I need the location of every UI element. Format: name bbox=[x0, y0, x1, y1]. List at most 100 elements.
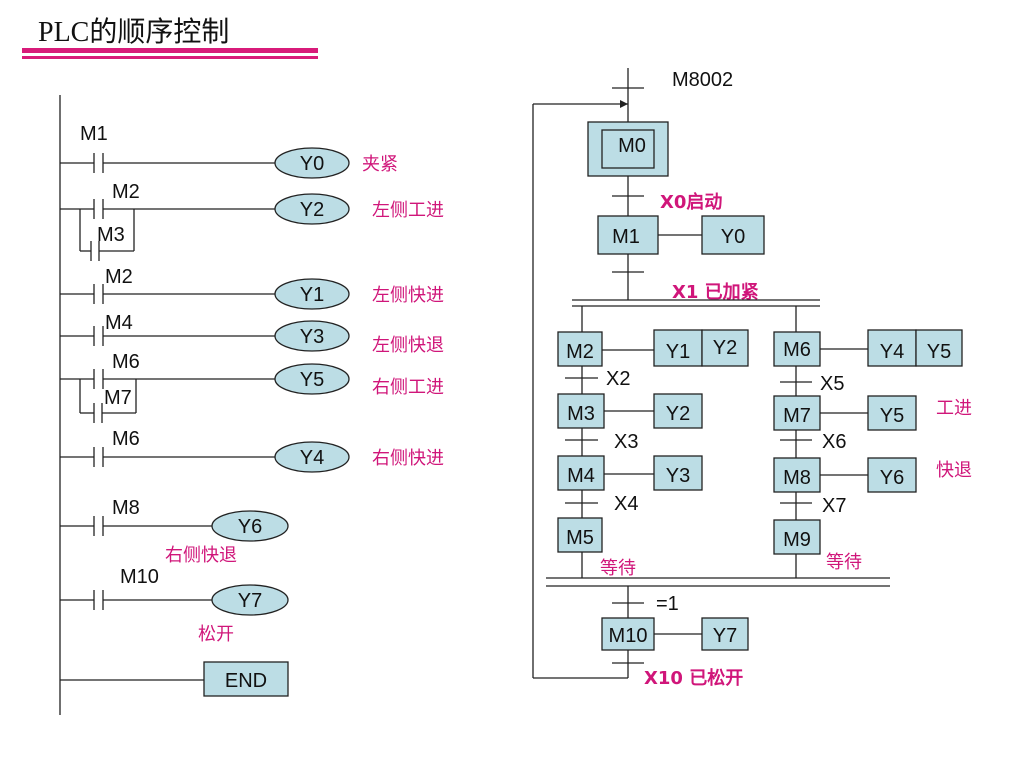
coil-y1 bbox=[274, 278, 350, 310]
rung-note: 右侧工进 bbox=[372, 377, 444, 398]
transition-label: =1 bbox=[656, 593, 679, 615]
sfc-diagram: M8002 M0 X0启动 M1 Y0 X1 已加紧 M2 bbox=[532, 68, 972, 689]
coil-label: Y3 bbox=[300, 326, 324, 348]
coil-y4 bbox=[274, 441, 350, 473]
action-y5 bbox=[867, 395, 917, 431]
action-y3 bbox=[653, 455, 703, 491]
action-y5 bbox=[915, 329, 963, 367]
coil-y0 bbox=[274, 147, 350, 179]
end-rung: END bbox=[60, 661, 289, 697]
coil-label: Y5 bbox=[300, 369, 324, 391]
branch-note: 快退 bbox=[936, 460, 972, 481]
coil-label: Y4 bbox=[300, 447, 324, 469]
step-m3 bbox=[557, 393, 605, 429]
step-m8 bbox=[773, 457, 821, 493]
step-m2 bbox=[557, 331, 603, 367]
step-label: M7 bbox=[783, 405, 811, 427]
rung-note: 松开 bbox=[198, 624, 234, 645]
action-label: Y7 bbox=[713, 625, 737, 647]
action-label: Y4 bbox=[880, 341, 904, 363]
action-y0 bbox=[701, 215, 765, 255]
action-y7 bbox=[701, 617, 749, 651]
step-m6 bbox=[773, 331, 821, 367]
step-m7 bbox=[773, 395, 821, 431]
action-y6 bbox=[867, 457, 917, 493]
contact-label: M2 bbox=[105, 266, 133, 288]
transition-label: X2 bbox=[606, 368, 630, 390]
contact-label: M4 bbox=[105, 312, 133, 334]
rung-7: M8 Y6 右侧快退 bbox=[60, 497, 289, 566]
title-underline bbox=[22, 48, 318, 53]
action-label: Y6 bbox=[880, 467, 904, 489]
end-label: END bbox=[225, 670, 267, 692]
rung-3: M2 Y1 左侧快进 bbox=[60, 266, 444, 310]
action-y2 bbox=[701, 329, 749, 367]
step-m10 bbox=[601, 617, 655, 651]
action-label: Y1 bbox=[666, 341, 690, 363]
step-m0-inner bbox=[601, 129, 655, 169]
rung-note: 夹紧 bbox=[362, 154, 398, 175]
step-label: M2 bbox=[566, 341, 594, 363]
wait-label: 等待 bbox=[826, 552, 862, 573]
action-y1 bbox=[653, 329, 703, 367]
coil-y2 bbox=[274, 193, 350, 225]
step-label: M6 bbox=[783, 339, 811, 361]
transition-label: X5 bbox=[820, 373, 844, 395]
rung-note: 左侧快退 bbox=[372, 335, 444, 356]
ladder-diagram: M1 Y0 夹紧 M2 M3 Y2 左侧工进 bbox=[59, 95, 444, 715]
parallel-contact-label: M3 bbox=[97, 224, 125, 246]
step-label: M4 bbox=[567, 465, 595, 487]
transition-label: X1 已加紧 bbox=[672, 282, 759, 303]
branch-note: 工进 bbox=[936, 398, 972, 419]
step-label: M1 bbox=[612, 226, 640, 248]
transition-label: X6 bbox=[822, 431, 846, 453]
rung-4: M4 Y3 左侧快退 bbox=[60, 312, 444, 356]
parallel-contact-label: M7 bbox=[104, 387, 132, 409]
rung-note: 左侧工进 bbox=[372, 200, 444, 221]
coil-label: Y6 bbox=[238, 516, 262, 538]
rung-8: M10 Y7 松开 bbox=[60, 566, 289, 645]
rung-1: M1 Y0 夹紧 bbox=[60, 123, 398, 179]
action-y2 bbox=[653, 393, 703, 429]
transition-label: X3 bbox=[614, 431, 638, 453]
title-underline-secondary bbox=[22, 56, 318, 59]
step-label: M3 bbox=[567, 403, 595, 425]
action-label: Y0 bbox=[721, 226, 745, 248]
coil-y5 bbox=[274, 363, 350, 395]
step-label: M8 bbox=[783, 467, 811, 489]
action-label: Y5 bbox=[927, 341, 951, 363]
contact-label: M6 bbox=[112, 351, 140, 373]
end-box bbox=[203, 661, 289, 697]
page-title: PLC的顺序控制 bbox=[38, 17, 230, 48]
wait-label: 等待 bbox=[600, 558, 636, 579]
coil-label: Y1 bbox=[300, 284, 324, 306]
step-m4 bbox=[557, 455, 605, 491]
step-label: M0 bbox=[618, 135, 646, 157]
rung-note: 右侧快退 bbox=[165, 545, 237, 566]
rung-5: M6 M7 Y5 右侧工进 bbox=[60, 351, 444, 423]
step-label: M5 bbox=[566, 527, 594, 549]
coil-label: Y7 bbox=[238, 590, 262, 612]
rung-2: M2 M3 Y2 左侧工进 bbox=[60, 181, 444, 261]
rung-note: 左侧快进 bbox=[372, 285, 444, 306]
transition-label: X10 已松开 bbox=[644, 667, 743, 689]
loop-arrow bbox=[620, 100, 628, 108]
action-label: Y5 bbox=[880, 405, 904, 427]
rung-6: M6 Y4 右侧快进 bbox=[60, 428, 444, 473]
action-label: Y2 bbox=[713, 337, 737, 359]
contact-label: M2 bbox=[112, 181, 140, 203]
transition-label: X4 bbox=[614, 493, 638, 515]
transition-label: X0启动 bbox=[660, 191, 722, 213]
contact-label: M10 bbox=[120, 566, 159, 588]
step-m9 bbox=[773, 519, 821, 555]
transition-label: X7 bbox=[822, 495, 846, 517]
contact-label: M8 bbox=[112, 497, 140, 519]
action-label: Y2 bbox=[666, 403, 690, 425]
step-label: M10 bbox=[609, 625, 648, 647]
contact-label: M6 bbox=[112, 428, 140, 450]
action-label: Y3 bbox=[666, 465, 690, 487]
coil-y3 bbox=[274, 320, 350, 352]
coil-y7 bbox=[211, 584, 289, 616]
coil-label: Y0 bbox=[300, 153, 324, 175]
